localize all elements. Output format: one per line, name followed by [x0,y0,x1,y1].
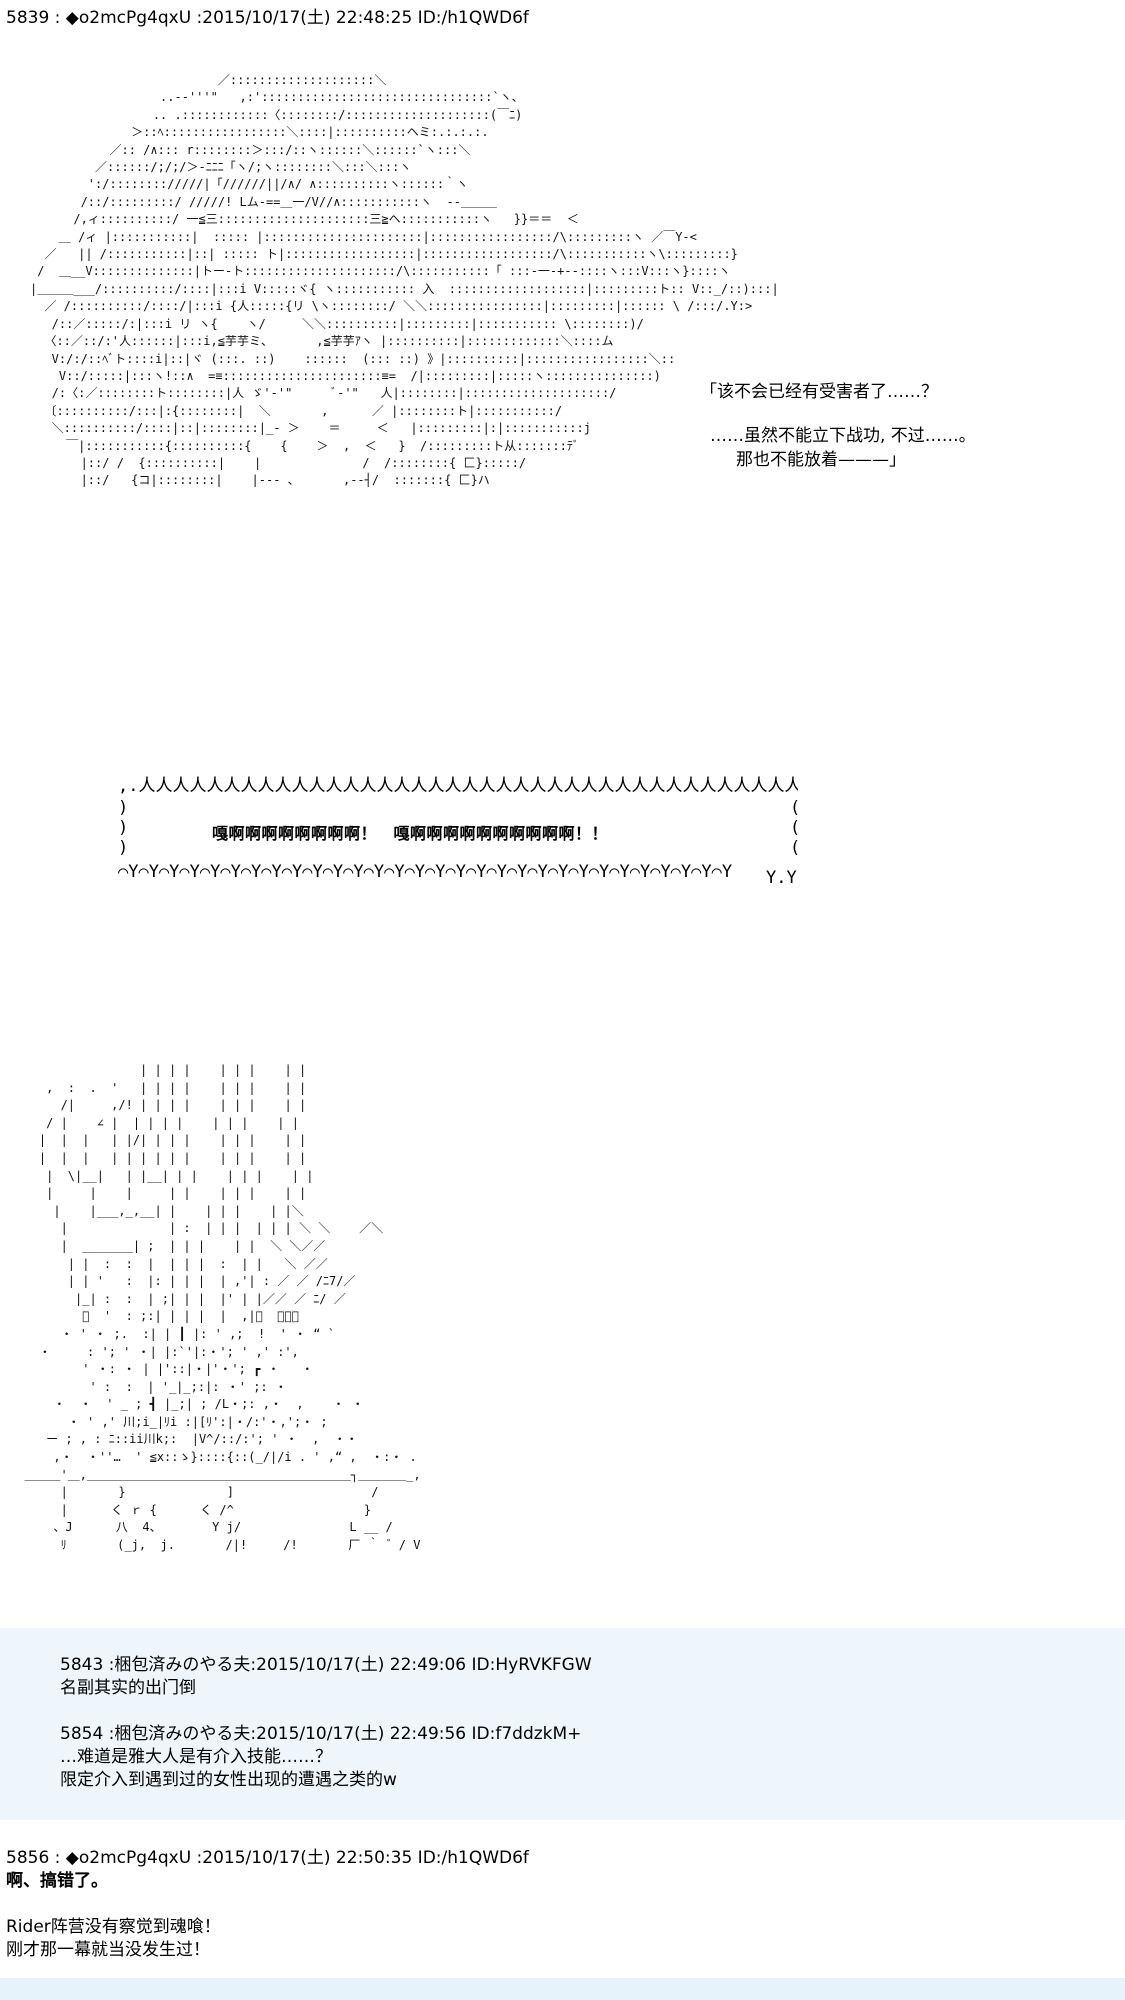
shout-bubble-left-border: ) ) ) [118,798,129,858]
shout-bubble-tail: Y.Y [766,868,797,888]
post-body-5856-line-1: 啊、搞错了。 [6,1871,108,1891]
ascii-art-impact: | | | | | | | | | , : . ' | | | | | | | … [24,1063,421,1553]
post-body-5856-line-2: Rider阵营没有察觉到魂喰！ [6,1917,221,1937]
post-body-5856-line-3: 刚才那一幕就当没发生过！ [6,1940,210,1960]
dialogue-line-3: 那也不能放着———」 [736,450,906,470]
dialogue-line-2: ……虽然不能立下战功, 不过……。 [710,426,976,446]
dialogue-line-1: 「该不会已经有受害者了……？ [700,382,938,402]
shout-text: 嘎啊啊啊啊啊啊啊啊！ 嘎啊啊啊啊啊啊啊啊啊啊！！ [212,824,609,843]
reply-band [0,1628,1125,1820]
post-body-5843: 名副其实的出门倒 [60,1678,196,1698]
post-body-5854-line-2: 限定介入到遇到过的女性出现的遭遇之类的w [60,1770,397,1790]
post-body-5854-line-1: …难道是雅大人是有介入技能……？ [60,1747,332,1767]
shout-bubble-top-border: ,.人人人人人人人人人人人人人人人人人人人人人人人人人人人人人人人人人人人人人人… [118,776,798,796]
post-header-5856: 5856 : ◆o2mcPg4qxU :2015/10/17(土) 22:50:… [6,1848,529,1868]
shout-bubble-right-border: ( ( ( [790,798,801,858]
bottom-band [0,1978,1125,2000]
ascii-art-face: ／::::::::::::::::::::＼ ..-‐'''" ,:':::::… [30,73,779,488]
post-header-5854: 5854 :梱包済みのやる夫:2015/10/17(土) 22:49:56 ID… [60,1724,582,1744]
post-header-5839: 5839 : ◆o2mcPg4qxU :2015/10/17(土) 22:48:… [6,8,529,28]
post-header-5843: 5843 :梱包済みのやる夫:2015/10/17(土) 22:49:06 ID… [60,1655,592,1675]
shout-bubble-bottom-border: ⌒Y⌒Y⌒Y⌒Y⌒Y⌒Y⌒Y⌒Y⌒Y⌒Y⌒Y⌒Y⌒Y⌒Y⌒Y⌒Y⌒Y⌒Y⌒Y⌒Y… [118,862,733,882]
